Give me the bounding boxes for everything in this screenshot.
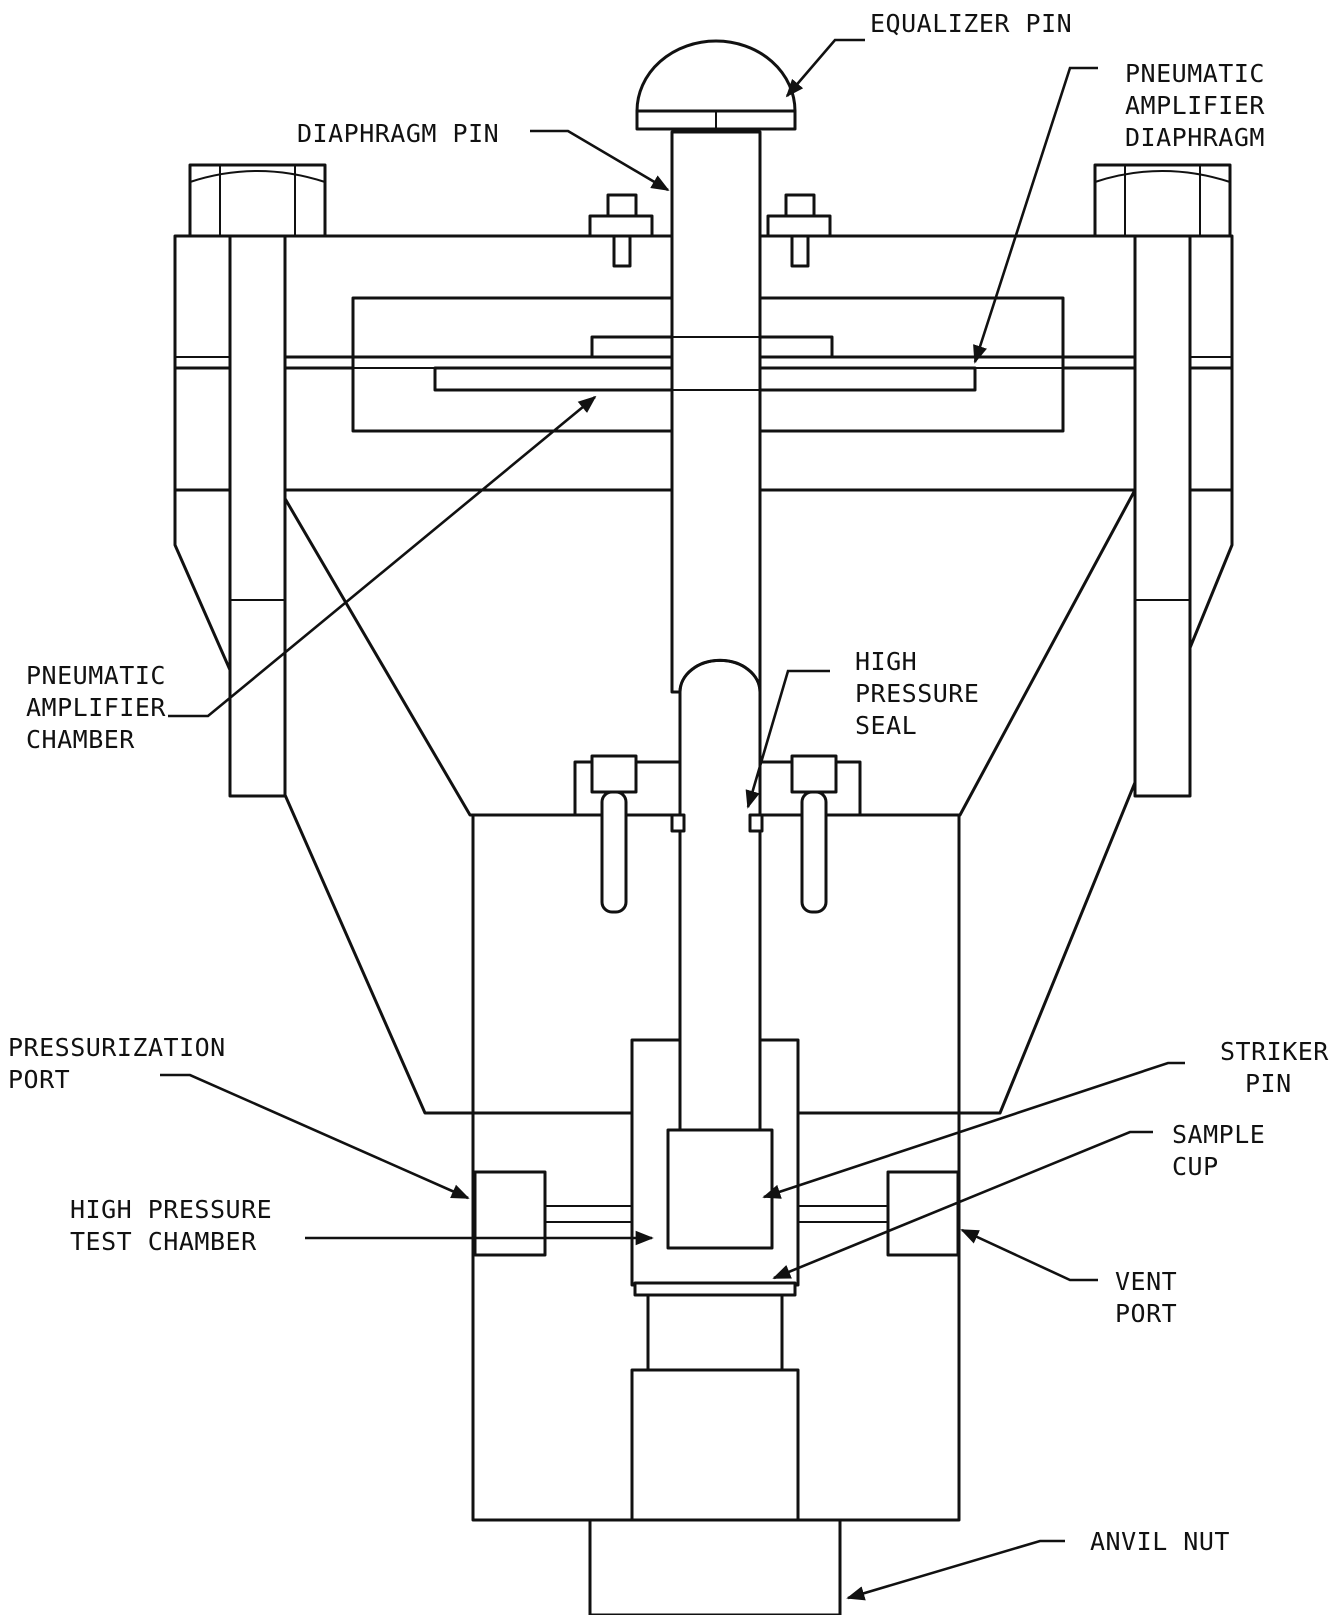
label-striker-pin-line2: PIN <box>1245 1069 1292 1098</box>
label-equalizer-pin: EQUALIZER PIN <box>870 9 1072 38</box>
label-vent-port-line2: PORT <box>1115 1299 1177 1328</box>
leader-high-pressure-seal <box>745 669 830 809</box>
sample-cup <box>633 1281 797 1372</box>
leader-striker-pin <box>762 1061 1185 1199</box>
label-vent-port-line1: VENT <box>1115 1267 1177 1296</box>
label-high-pressure-seal-line3: SEAL <box>855 711 917 740</box>
striker-pin <box>666 658 774 1250</box>
leader-equalizer-pin <box>785 38 865 98</box>
anvil <box>630 1368 800 1522</box>
label-amplifier-chamber-line2: AMPLIFIER <box>26 693 166 722</box>
leader-amplifier-diaphragm <box>973 66 1098 364</box>
label-striker-pin-line1: STRIKER <box>1220 1037 1329 1066</box>
label-diaphragm-pin: DIAPHRAGM PIN <box>297 119 499 148</box>
label-high-pressure-seal-line2: PRESSURE <box>855 679 979 708</box>
equalizer-pin <box>635 39 797 131</box>
leader-anvil-nut <box>846 1539 1065 1601</box>
ports <box>473 1170 960 1257</box>
label-amplifier-diaphragm-line2: AMPLIFIER <box>1125 91 1265 120</box>
label-test-chamber-line2: TEST CHAMBER <box>70 1227 257 1256</box>
leader-amplifier-chamber <box>168 395 597 718</box>
high-pressure-seal-ring <box>670 813 764 833</box>
top-screws <box>588 193 832 268</box>
left-bolt <box>188 163 327 798</box>
leader-lines <box>160 38 1185 1601</box>
leader-diaphragm-pin <box>530 129 670 192</box>
label-sample-cup-line1: SAMPLE <box>1172 1120 1265 1149</box>
diaphragm-pin <box>670 130 762 694</box>
lower-screws <box>590 754 838 914</box>
leader-pressurization-port <box>160 1073 470 1200</box>
label-test-chamber-line1: HIGH PRESSURE <box>70 1195 272 1224</box>
label-sample-cup-line2: CUP <box>1172 1152 1219 1181</box>
label-high-pressure-seal-line1: HIGH <box>855 647 917 676</box>
right-bolt <box>1093 163 1232 798</box>
anvil-nut <box>588 1518 842 1615</box>
label-amplifier-chamber-line1: PNEUMATIC <box>26 661 166 690</box>
label-amplifier-diaphragm-line1: PNEUMATIC <box>1125 59 1265 88</box>
label-amplifier-chamber-line3: CHAMBER <box>26 725 135 754</box>
label-pressurization-port-line2: PORT <box>8 1065 70 1094</box>
label-anvil-nut: ANVIL NUT <box>1090 1527 1230 1556</box>
leader-vent-port <box>960 1228 1098 1282</box>
label-pressurization-port-line1: PRESSURIZATION <box>8 1033 226 1062</box>
leader-sample-cup <box>772 1130 1153 1280</box>
label-amplifier-diaphragm-line3: DIAPHRAGM <box>1125 123 1265 152</box>
